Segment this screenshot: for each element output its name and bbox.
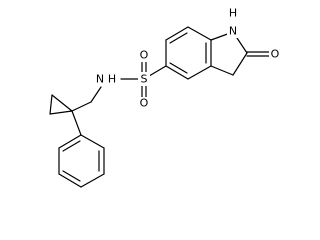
- bond: [71, 101, 92, 112]
- atom-label-s: S: [141, 73, 148, 86]
- bond: [49, 94, 53, 115]
- atom-label-o: O: [271, 48, 280, 61]
- bond: [187, 65, 212, 80]
- bond: [165, 26, 189, 41]
- atom-label-n: N: [96, 73, 104, 86]
- bond: [210, 65, 234, 76]
- bond: [62, 170, 81, 182]
- atom-label-n: N: [229, 25, 237, 38]
- atom-label-h: H: [108, 73, 116, 86]
- bond-layer: [49, 26, 271, 188]
- bond: [169, 62, 188, 74]
- bond: [80, 173, 105, 188]
- atom-label-layer: H N O S O O N H: [94, 7, 281, 110]
- bond: [58, 173, 82, 188]
- bond: [232, 52, 248, 76]
- bond: [49, 110, 73, 115]
- bond: [51, 94, 73, 112]
- atom-label-o: O: [140, 97, 149, 110]
- bond: [71, 110, 82, 136]
- bond: [169, 32, 188, 44]
- bond: [62, 140, 81, 152]
- atom-label-h: H: [229, 7, 237, 20]
- bond: [80, 134, 105, 149]
- bond: [187, 26, 212, 41]
- structure-diagram: H N O S O O N H: [49, 7, 281, 188]
- bond: [90, 86, 102, 103]
- bond: [165, 65, 189, 80]
- bond: [58, 134, 82, 149]
- atom-label-o: O: [140, 49, 149, 62]
